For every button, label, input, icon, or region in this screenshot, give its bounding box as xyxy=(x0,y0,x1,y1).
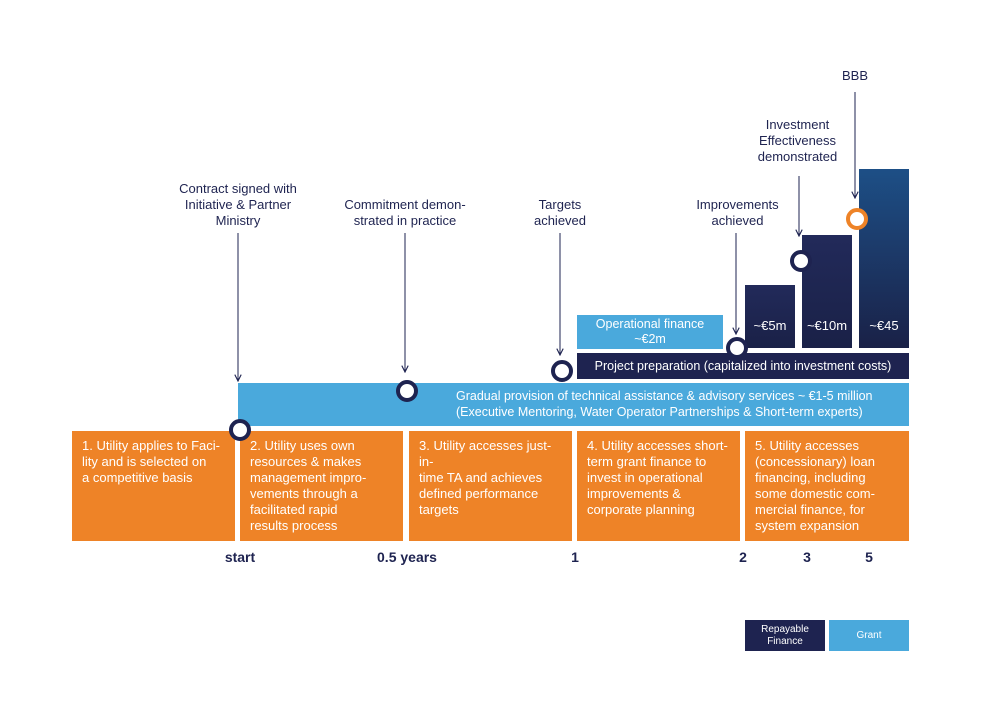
milestone-targets: Targets achieved xyxy=(533,197,587,228)
milestone-contract: Contract signed with Initiative & Partne… xyxy=(179,181,297,228)
time-1: 1 xyxy=(571,549,579,565)
time-start: start xyxy=(224,549,256,565)
bar-10m: ~€10m xyxy=(802,235,852,348)
milestone-improvements: Improvements achieved xyxy=(696,197,779,228)
legend-grant: Grant xyxy=(829,620,909,651)
milestone-commitment: Commitment demon- strated in practice xyxy=(344,197,466,228)
marker-improvements xyxy=(726,337,748,359)
step-2: 2. Utility uses own resources & makes ma… xyxy=(240,431,403,541)
marker-commitment xyxy=(396,380,418,402)
time-half-year: 0.5 years xyxy=(377,549,437,565)
milestone-investment: Investment Effectiveness demonstrated xyxy=(757,117,838,164)
step-3: 3. Utility accesses just-in- time TA and… xyxy=(409,431,572,541)
time-2: 2 xyxy=(739,549,747,565)
bar-45: ~€45 xyxy=(859,169,909,348)
step-4: 4. Utility accesses short- term grant fi… xyxy=(577,431,740,541)
time-5: 5 xyxy=(865,549,873,565)
time-3: 3 xyxy=(803,549,811,565)
technical-assistance-bar: Gradual provision of technical assistanc… xyxy=(238,383,909,426)
amount-45: ~€45 xyxy=(869,318,899,333)
operational-finance-bar: Operational finance ~€2m xyxy=(577,315,723,349)
marker-targets xyxy=(551,360,573,382)
marker-investment xyxy=(790,250,812,272)
milestone-bbb: BBB xyxy=(841,68,868,83)
project-preparation-bar: Project preparation (capitalized into in… xyxy=(577,353,909,379)
step-5: 5. Utility accesses (concessionary) loan… xyxy=(745,431,909,541)
marker-start xyxy=(229,419,251,441)
marker-bbb xyxy=(846,208,868,230)
step-1: 1. Utility applies to Faci- lity and is … xyxy=(72,431,235,541)
amount-5m: ~€5m xyxy=(753,318,787,333)
legend-repayable-finance: Repayable Finance xyxy=(745,620,825,651)
bar-5m: ~€5m xyxy=(745,285,795,348)
amount-10m: ~€10m xyxy=(806,318,848,333)
